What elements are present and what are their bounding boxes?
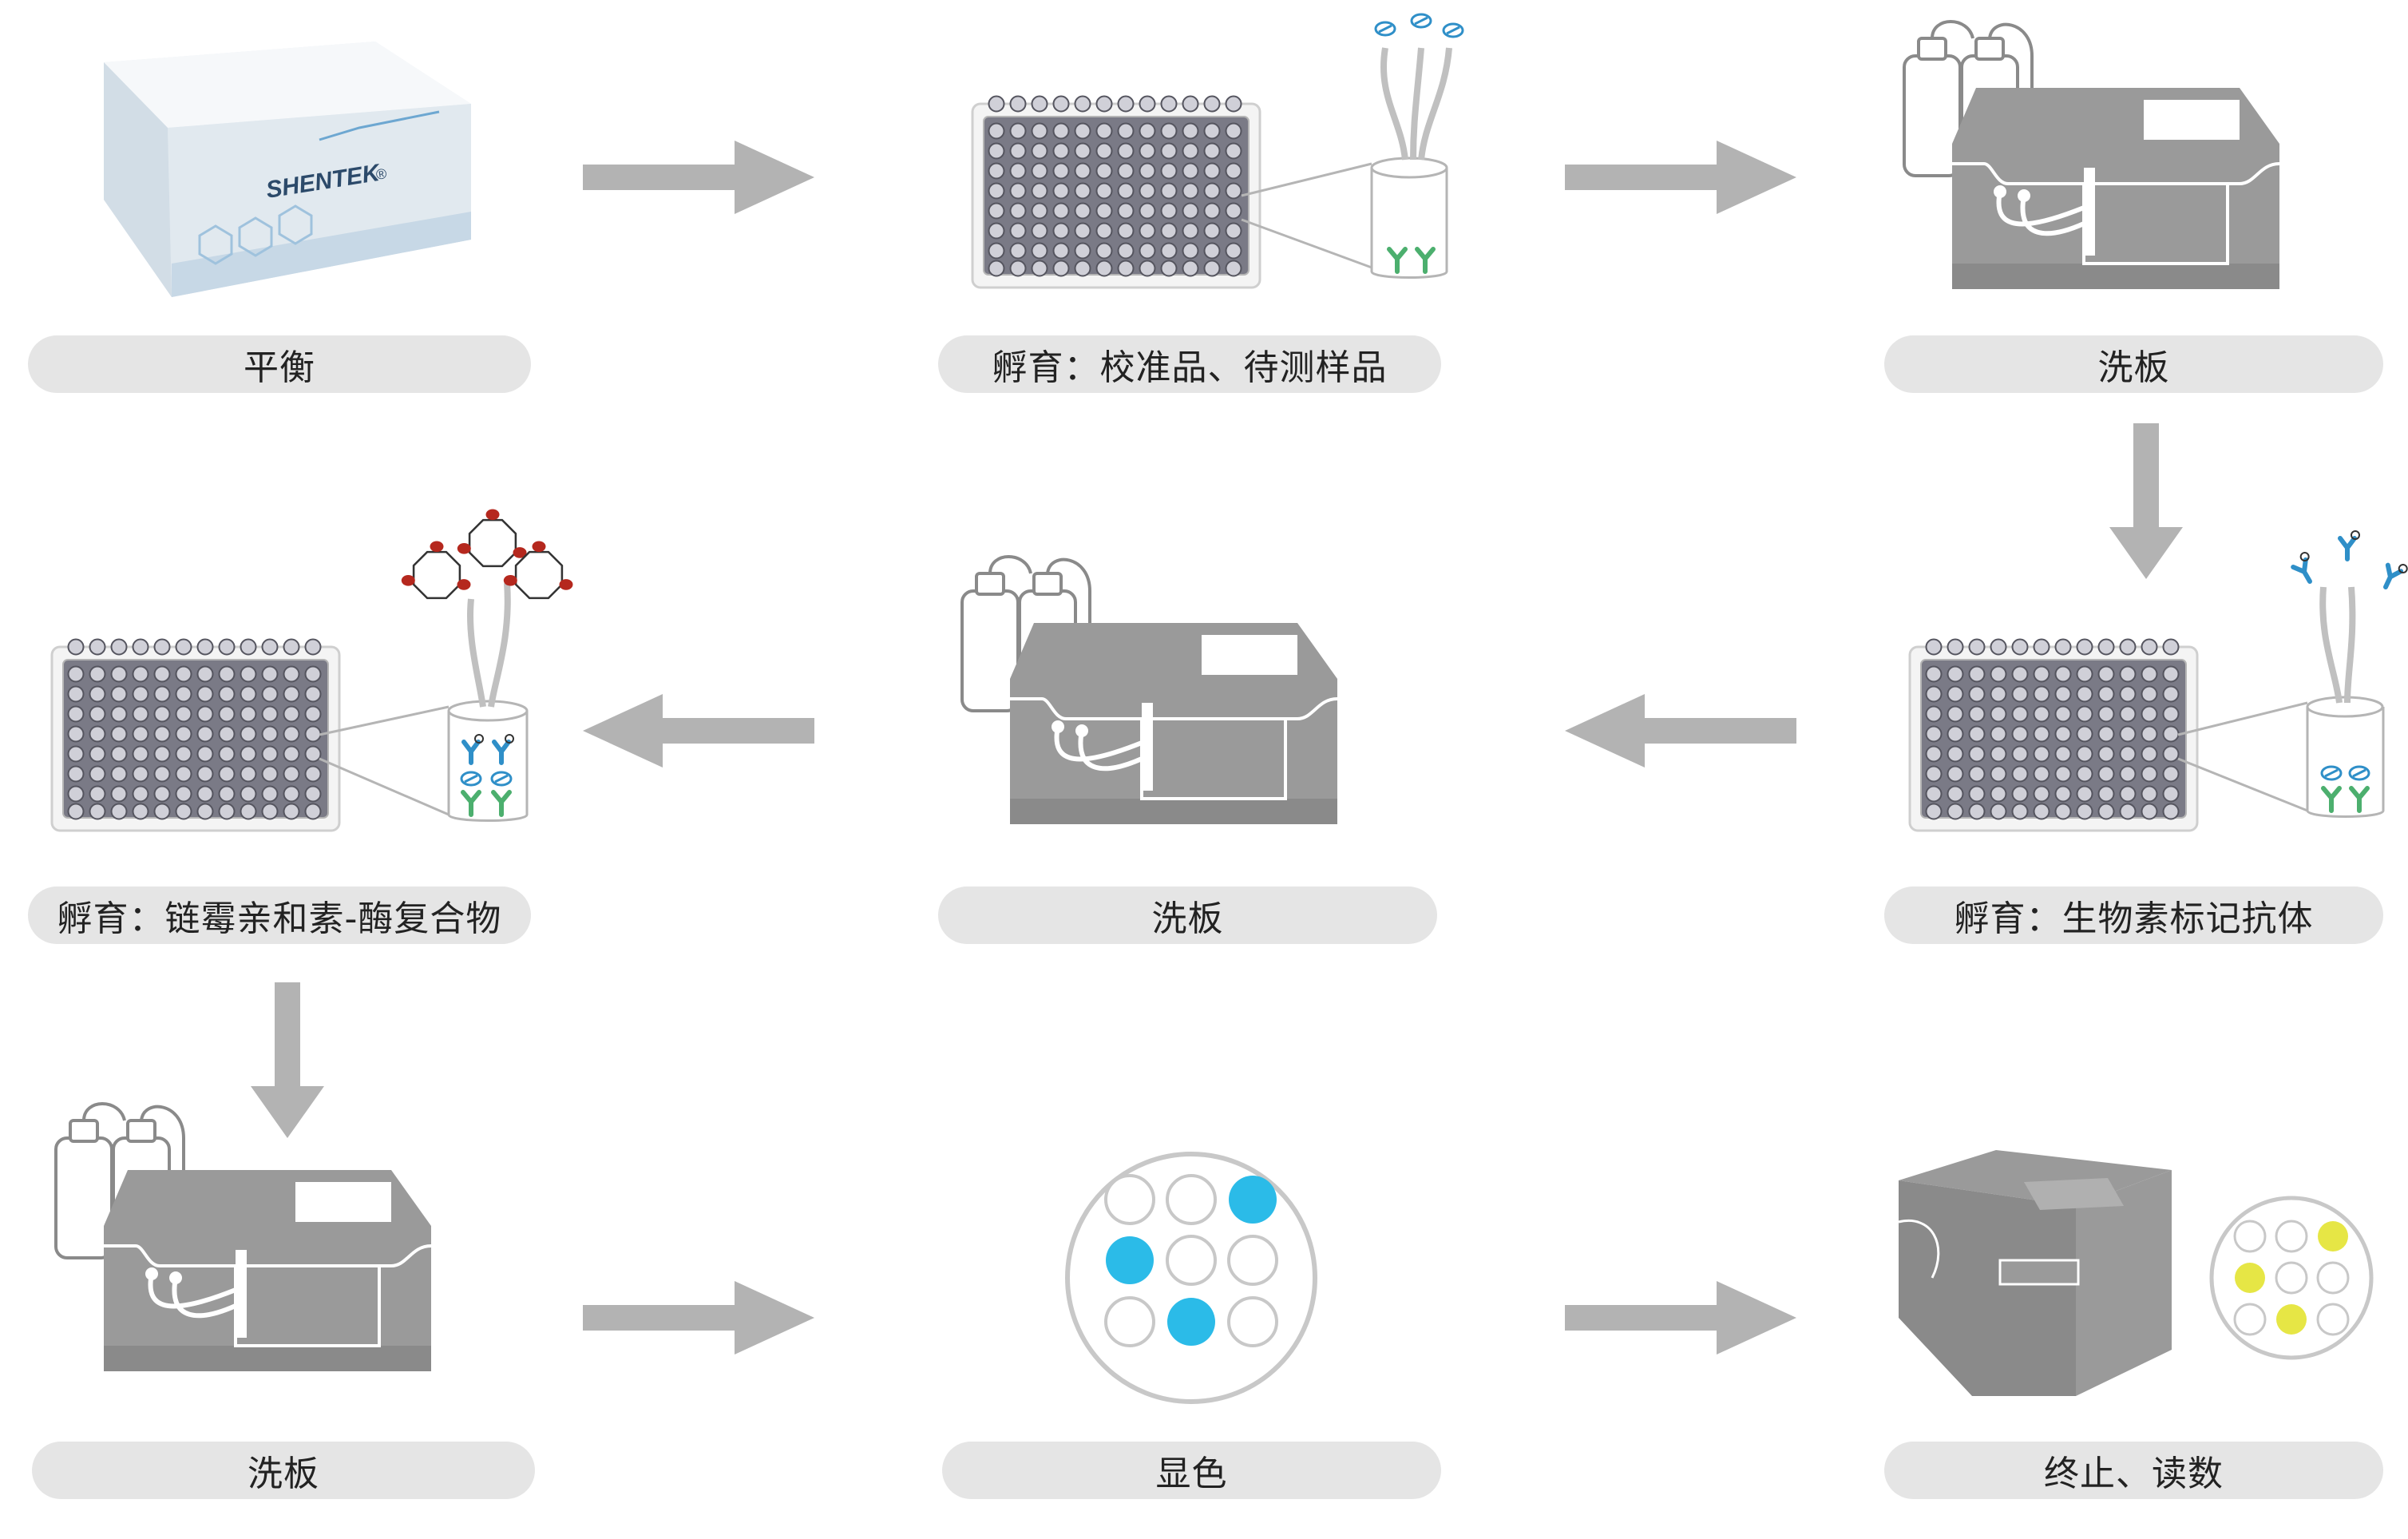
- plate-washer-icon: [1904, 22, 2279, 289]
- flow-arrow: [583, 694, 814, 768]
- brand-mark: ®: [374, 165, 387, 183]
- plate-enzyme-icon: [52, 508, 574, 831]
- step-label-wash-1: 洗板: [1884, 335, 2383, 393]
- flow-arrow: [251, 982, 324, 1138]
- stop-read-wells-icon: [2209, 1196, 2374, 1360]
- step-label-wash-3: 洗板: [32, 1442, 535, 1499]
- plate-washer-icon: [56, 1104, 431, 1371]
- color-development-wells-icon: [1065, 1152, 1317, 1404]
- flow-arrow: [583, 1281, 814, 1355]
- plate-sample-icon: [972, 13, 1464, 288]
- step-label-wash-2: 洗板: [938, 887, 1437, 944]
- kit-box-icon: SHENTEK ®: [104, 42, 471, 297]
- step-label-incubate-sample: 孵育：校准品、待测样品: [938, 335, 1441, 393]
- step-label-incubate-biotin-antibody: 孵育：生物素标记抗体: [1884, 887, 2383, 944]
- plate-biotin-antibody-icon: [1910, 531, 2408, 831]
- flow-arrow: [2109, 423, 2183, 579]
- plate-washer-icon: [962, 557, 1337, 824]
- plate-reader-icon: [1898, 1150, 2172, 1396]
- flow-arrow: [1565, 141, 1796, 214]
- step-label-incubate-enzyme: 孵育：链霉亲和素-酶复合物: [28, 887, 531, 944]
- flow-arrow: [1565, 1281, 1796, 1355]
- step-label-color-development: 显色: [942, 1442, 1441, 1499]
- step-label-stop-read: 终止、读数: [1884, 1442, 2383, 1499]
- step-label-equilibrate: 平衡: [28, 335, 531, 393]
- flow-arrow: [583, 141, 814, 214]
- flow-arrow: [1565, 694, 1796, 768]
- well-closeup: [1370, 157, 1448, 279]
